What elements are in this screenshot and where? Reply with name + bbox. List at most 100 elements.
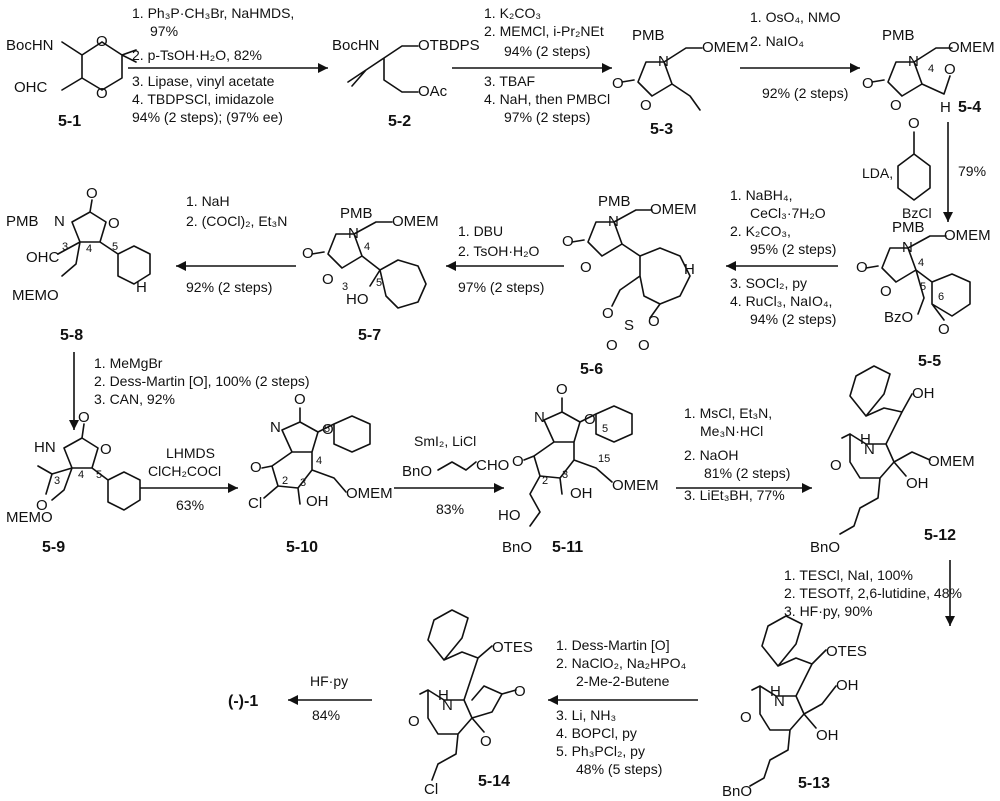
atom-o: O bbox=[638, 337, 650, 354]
structure-5-14: OTES N H O O O Cl 5-14 bbox=[408, 609, 533, 798]
cond-5-6: 4. RuCl₃, NaIO₄, bbox=[730, 293, 832, 309]
label-5-14: 5-14 bbox=[478, 773, 510, 790]
atom-omem: OMEM bbox=[928, 453, 975, 470]
step-4: O LDA, BzCl 79% bbox=[862, 115, 986, 222]
structure-5-3: PMB N OMEM O O 5-3 bbox=[612, 27, 749, 138]
atom-pmb: PMB bbox=[632, 27, 665, 44]
locant-3: 3 bbox=[62, 241, 68, 253]
label-final-product: (-)-1 bbox=[228, 693, 258, 710]
atom-bno: BnO bbox=[722, 783, 752, 800]
atom-o: O bbox=[514, 683, 526, 700]
atom-n: N bbox=[658, 53, 669, 70]
atom-n: N bbox=[54, 213, 65, 230]
atom-n: N bbox=[270, 419, 281, 436]
atom-omem: OMEM bbox=[346, 485, 393, 502]
atom-otes: OTES bbox=[492, 639, 533, 656]
structure-5-12: OH N H O OH OMEM BnO 5-12 bbox=[810, 365, 975, 556]
atom-o: O bbox=[944, 61, 956, 78]
atom-o: O bbox=[938, 321, 950, 338]
locant-5: 5 bbox=[96, 469, 102, 481]
cond-11-1: 1. MsCl, Et₃N, bbox=[684, 405, 772, 421]
step-7: 1. NaH 2. (COCl)₂, Et₃N 92% (2 steps) bbox=[176, 193, 296, 295]
atom-otbdps: OTBDPS bbox=[418, 37, 480, 54]
structure-5-1: BocHN OHC O O 5-1 bbox=[6, 33, 137, 130]
cond-13-5: 4. BOPCl, py bbox=[556, 725, 637, 741]
structure-5-7: PMB N OMEM O O HO 4 3 5 5-7 bbox=[302, 205, 439, 344]
atom-omem: OMEM bbox=[702, 39, 749, 56]
atom-o: O bbox=[606, 337, 618, 354]
locant-5: 5 bbox=[920, 281, 926, 293]
cond-14-1: HF·py bbox=[310, 673, 348, 689]
step-10: SmI₂, LiCl BnO CHO 83% bbox=[394, 433, 509, 517]
atom-ho: HO bbox=[498, 507, 521, 524]
locant-4: 4 bbox=[918, 257, 924, 269]
atom-o: O bbox=[556, 381, 568, 398]
cond-5-3: 2. K₂CO₃, bbox=[730, 223, 791, 239]
atom-o: O bbox=[580, 259, 592, 276]
step-5: 1. NaBH₄, CeCl₃·7H₂O 2. K₂CO₃, 95% (2 st… bbox=[726, 187, 838, 327]
atom-h: H bbox=[860, 431, 871, 448]
cond-4-1: LDA, bbox=[862, 165, 893, 181]
locant-2: 2 bbox=[542, 475, 548, 487]
atom-bochn: BocHN bbox=[6, 37, 54, 54]
atom-o: O bbox=[96, 33, 108, 50]
cond-4-2: BzCl bbox=[902, 205, 932, 221]
label-5-8: 5-8 bbox=[60, 327, 83, 344]
locant-5: 5 bbox=[602, 423, 608, 435]
atom-o: O bbox=[36, 497, 48, 514]
step-2: 1. K₂CO₃ 2. MEMCl, i-Pr₂NEt 94% (2 steps… bbox=[452, 5, 612, 125]
atom-bochn: BocHN bbox=[332, 37, 380, 54]
atom-o: O bbox=[250, 459, 262, 476]
atom-oh: OH bbox=[570, 485, 593, 502]
cond-1-6: 94% (2 steps); (97% ee) bbox=[132, 109, 283, 125]
atom-o: O bbox=[302, 245, 314, 262]
atom-memo: MEMO bbox=[12, 287, 59, 304]
cond-2-3: 94% (2 steps) bbox=[504, 43, 590, 59]
atom-s: S bbox=[624, 317, 634, 334]
cond-2-4: 3. TBAF bbox=[484, 73, 535, 89]
atom-n: N bbox=[902, 239, 913, 256]
locant-15: 15 bbox=[598, 453, 610, 465]
cond-5-7: 94% (2 steps) bbox=[750, 311, 836, 327]
atom-oh: OH bbox=[912, 385, 935, 402]
atom-oh: OH bbox=[816, 727, 839, 744]
atom-o: O bbox=[880, 283, 892, 300]
atom-o: O bbox=[562, 233, 574, 250]
atom-o: O bbox=[856, 259, 868, 276]
locant-4: 4 bbox=[364, 241, 370, 253]
atom-pmb: PMB bbox=[340, 205, 373, 222]
locant-4: 4 bbox=[316, 455, 322, 467]
cond-10-2: 83% bbox=[436, 501, 464, 517]
cond-11-4: 81% (2 steps) bbox=[704, 465, 790, 481]
atom-o: O bbox=[480, 733, 492, 750]
atom-o: O bbox=[830, 457, 842, 474]
cond-5-4: 95% (2 steps) bbox=[750, 241, 836, 257]
atom-n: N bbox=[908, 53, 919, 70]
cond-12-1: 1. TESCl, NaI, 100% bbox=[784, 567, 913, 583]
atom-o: O bbox=[96, 85, 108, 102]
atom-h: H bbox=[684, 261, 695, 278]
atom-h: H bbox=[136, 279, 147, 296]
cond-11-3: 2. NaOH bbox=[684, 447, 738, 463]
atom-h: H bbox=[770, 683, 781, 700]
cond-3-3: 92% (2 steps) bbox=[762, 85, 848, 101]
atom-n: N bbox=[348, 225, 359, 242]
atom-omem: OMEM bbox=[944, 227, 991, 244]
step-12: 1. TESCl, NaI, 100% 2. TESOTf, 2,6-lutid… bbox=[784, 560, 962, 626]
atom-oh: OH bbox=[306, 493, 329, 510]
atom-o: O bbox=[86, 185, 98, 202]
structure-5-5: PMB N OMEM O O BzO O 4 5 6 5-5 bbox=[856, 219, 991, 370]
structure-5-11: O N O O HO OH OMEM BnO 5 15 2 3 5-11 bbox=[498, 381, 659, 556]
cond-1-5: 4. TBDPSCl, imidazole bbox=[132, 91, 274, 107]
locant-4: 4 bbox=[928, 63, 934, 75]
cond-6-2: 2. TsOH·H₂O bbox=[458, 243, 540, 259]
step-9: LHMDS ClCH₂COCl 63% bbox=[140, 445, 238, 513]
step-3: 1. OsO₄, NMO 2. NaIO₄ 92% (2 steps) bbox=[740, 9, 860, 101]
label-5-10: 5-10 bbox=[286, 539, 318, 556]
atom-bno: BnO bbox=[810, 539, 840, 556]
cond-13-1: 1. Dess-Martin [O] bbox=[556, 637, 670, 653]
atom-omem: OMEM bbox=[612, 477, 659, 494]
cond-8-2: 2. Dess-Martin [O], 100% (2 steps) bbox=[94, 373, 310, 389]
